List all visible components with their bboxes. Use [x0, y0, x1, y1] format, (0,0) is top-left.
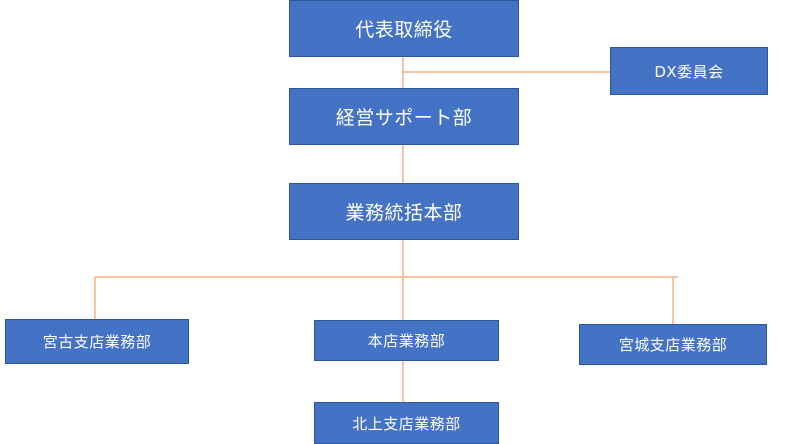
node-miyako-branch: 宮古支店業務部 [5, 319, 189, 364]
node-main-branch: 本店業務部 [314, 320, 499, 361]
node-operations-hq: 業務統括本部 [289, 183, 519, 240]
node-management-support: 経営サポート部 [289, 88, 519, 145]
node-kitakami-branch: 北上支店業務部 [314, 402, 499, 444]
node-miyagi-branch: 宮城支店業務部 [579, 324, 767, 365]
node-dx-committee: DX委員会 [610, 47, 768, 95]
node-ceo: 代表取締役 [289, 0, 519, 57]
